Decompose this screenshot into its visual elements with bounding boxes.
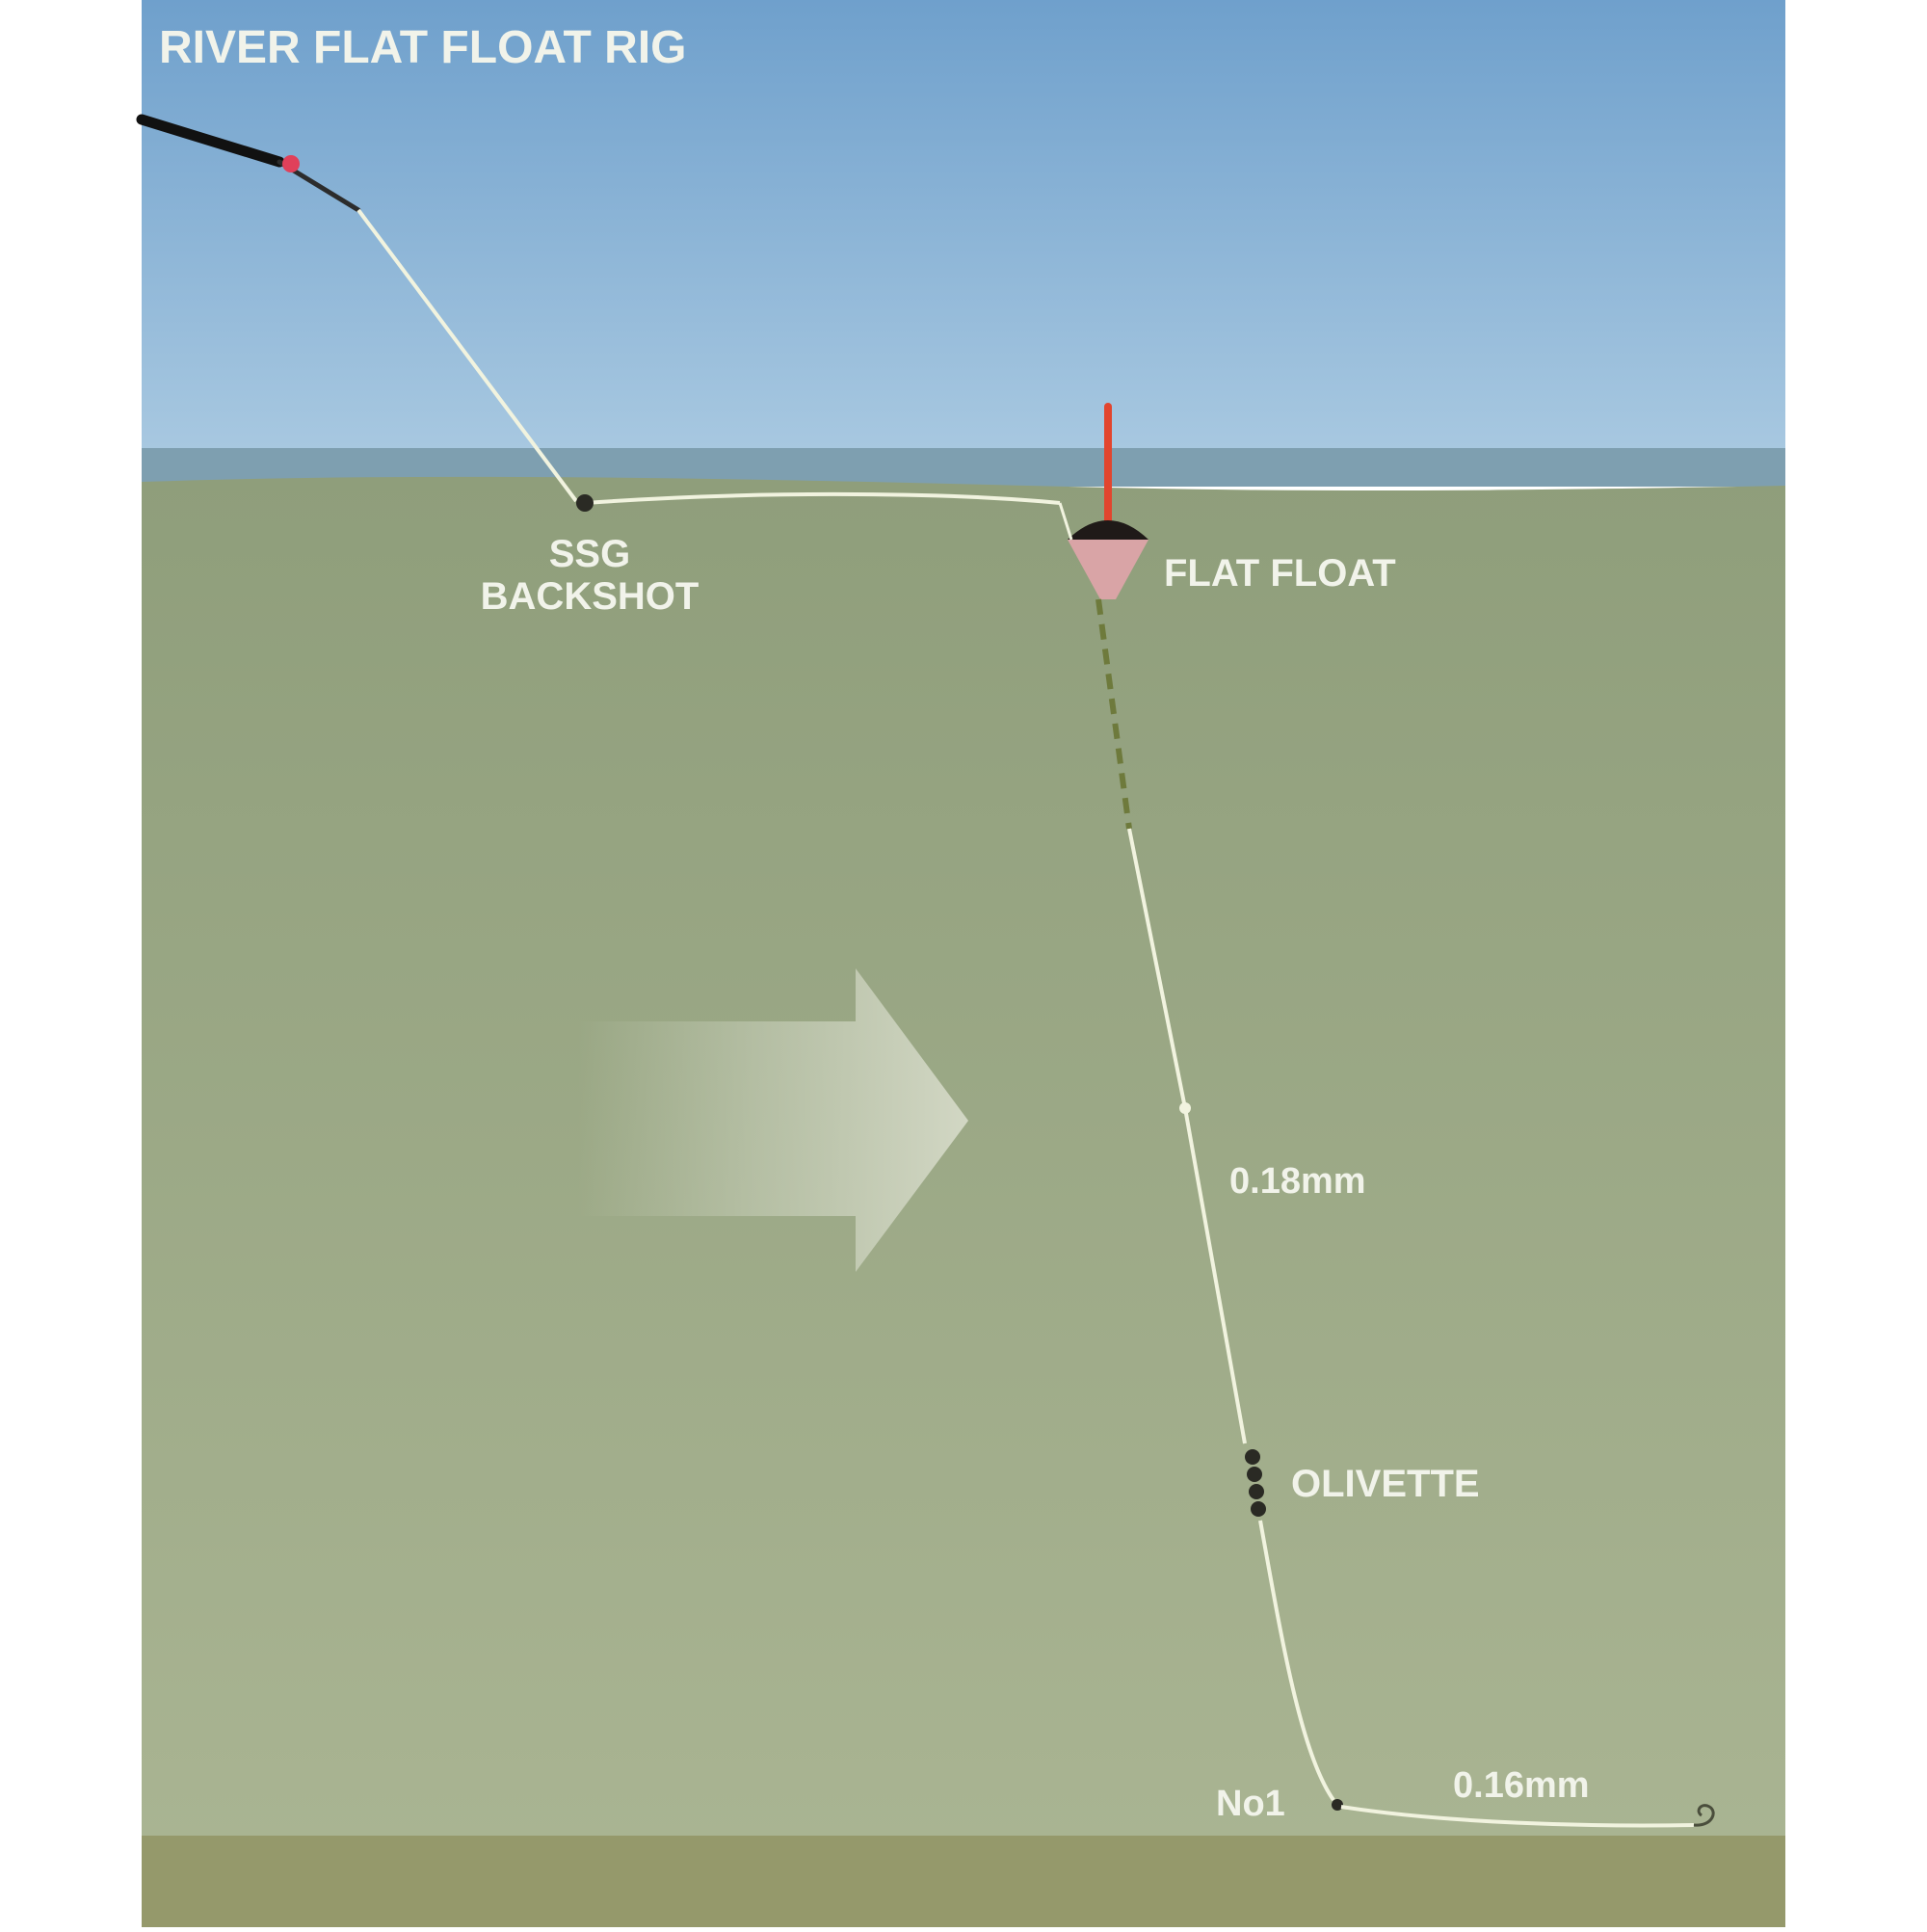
flat-float-label: FLAT FLOAT — [1164, 552, 1396, 595]
flat-float-icon — [1058, 403, 1148, 599]
line-backshot-to-float — [585, 491, 1061, 505]
ssg-backshot-icon — [576, 494, 594, 512]
riverbed — [142, 1836, 1785, 1927]
diagram-title: RIVER FLAT FLOAT RIG — [159, 22, 687, 73]
hooklength-0-16mm — [1340, 1805, 1695, 1828]
no1-dropper-shot-icon — [1332, 1799, 1343, 1811]
rod-tip-icon — [136, 114, 361, 213]
flow-direction-arrow-icon — [578, 968, 968, 1272]
backshot-label-line1: SSG — [549, 533, 630, 575]
backshot-label-line2: BACKSHOT — [481, 575, 700, 618]
sky — [142, 0, 1785, 463]
underwater-area — [142, 476, 1785, 1840]
hooklength-label: 0.16mm — [1453, 1765, 1590, 1806]
line-olivette-to-dropper — [1258, 1520, 1335, 1802]
dropper-label: No1 — [1216, 1784, 1285, 1824]
main-line-upper — [356, 208, 578, 503]
float-stem — [1095, 598, 1132, 830]
olivette-label: OLIVETTE — [1291, 1463, 1480, 1505]
line-marker — [1179, 1102, 1191, 1114]
hook-icon — [1693, 1804, 1715, 1827]
olivette-icon — [1245, 1449, 1266, 1517]
main-line-label: 0.18mm — [1229, 1161, 1366, 1202]
